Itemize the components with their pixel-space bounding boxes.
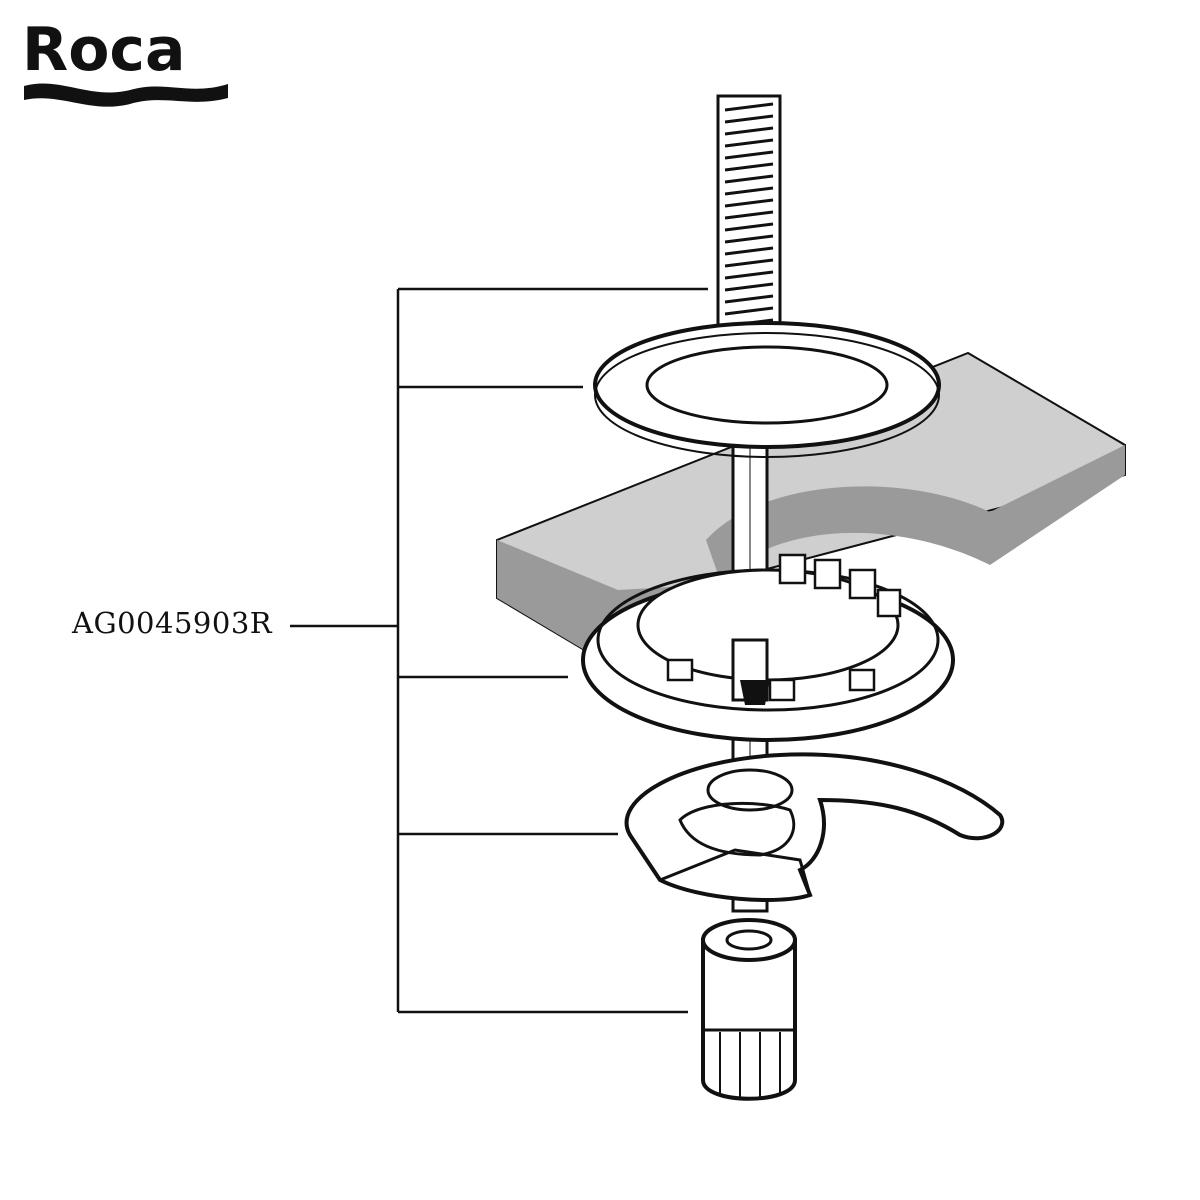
logo-wordmark: Roca: [22, 15, 185, 85]
ribbed-ring: [581, 553, 955, 742]
flat-washer: [593, 321, 941, 458]
part-number-label: AG0045903R: [72, 606, 273, 640]
logo-wave-icon: [24, 83, 228, 107]
roca-logo: Roca: [22, 15, 228, 107]
cylindrical-nut: [701, 918, 797, 1101]
callout-bracket: [290, 287, 708, 1014]
cam-lever: [624, 752, 1005, 902]
